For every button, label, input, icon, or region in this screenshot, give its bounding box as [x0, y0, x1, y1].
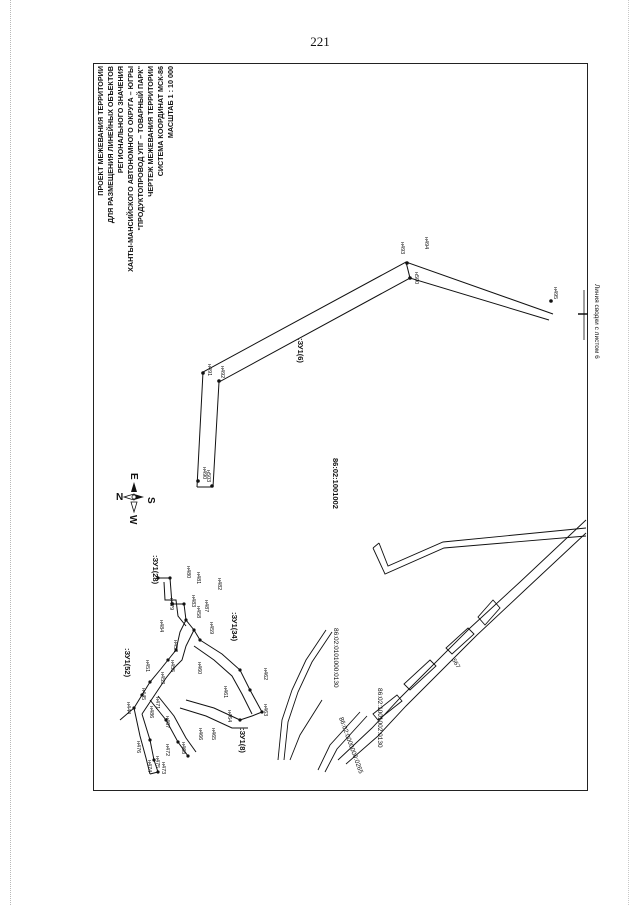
title-line-4: ХАНТЫ-МАНСИЙСКОГО АВТОНОМНОГО ОКРУГА – Ю… — [126, 66, 135, 272]
point-n484: н484 — [158, 620, 164, 632]
zu-label-52: :ЗУ1(52) — [123, 648, 132, 678]
compass-east: E — [128, 473, 139, 480]
block-label-0265: 86:02:0000000:0265 — [337, 716, 364, 775]
corridor-points — [196, 261, 553, 488]
parcel-outlines — [277, 519, 587, 773]
point-n494: н494 — [423, 237, 429, 249]
zu-label-34: :ЗУ1(34) — [230, 612, 239, 642]
point-n495: н495 — [552, 287, 558, 299]
title-line-1: ПРОЕКТ МЕЖЕВАНИЯ ТЕРРИТОРИИ — [96, 66, 105, 196]
map-frame — [93, 63, 588, 791]
match-line-label: Линия сводки с листом 6 — [593, 284, 600, 359]
pipeline-corridor — [196, 261, 554, 488]
point-n500: н500 — [413, 272, 419, 284]
scan-edge-left — [10, 0, 11, 905]
point-n479: н479 — [168, 598, 174, 610]
point-n462: н462 — [262, 668, 268, 680]
point-n486: н486 — [148, 706, 154, 718]
point-n463: н463 — [262, 704, 268, 716]
point-n493: н493 — [399, 242, 405, 254]
point-n458: н458 — [195, 606, 201, 618]
point-n444: н444 — [125, 702, 131, 714]
title-line-6: ЧЕРТЕЖ МЕЖЕВАНИЯ ТЕРРИТОРИИ — [146, 66, 155, 197]
point-n474: н474 — [146, 760, 152, 772]
point-n465: н465 — [210, 728, 216, 740]
zu-label-28: :ЗУ1(28) — [151, 555, 160, 585]
point-n473: н473 — [160, 762, 166, 774]
block-label-0130-a: 86:02:0101000:0130 — [332, 628, 339, 688]
zu-label-6: :ЗУ1(6) — [296, 338, 305, 363]
point-n445: н445 — [140, 688, 146, 700]
zu-label-8: :ЗУ1(8) — [238, 728, 247, 753]
title-line-7: СИСТЕМА КООРДИНАТ МСК-86 — [156, 66, 165, 176]
compass-north: N — [116, 492, 123, 503]
point-n480: н480 — [185, 566, 191, 578]
point-n471: н471 — [154, 697, 160, 709]
page-number: 221 — [310, 34, 330, 49]
point-n490: н490 — [201, 467, 207, 479]
point-n503: н503 — [205, 470, 211, 482]
point-n459: н459 — [208, 622, 214, 634]
point-n481: н481 — [195, 572, 201, 584]
point-n475: н475 — [154, 756, 160, 768]
point-n487: н487 — [203, 600, 209, 612]
point-n461: н461 — [222, 686, 228, 698]
cluster-points — [132, 576, 264, 774]
point-n482: н482 — [216, 578, 222, 590]
point-labels: н490 н491 н492 н493 н494 н495 н503 н500 … — [125, 237, 558, 774]
compass-west: W — [127, 515, 138, 525]
block-label-main: 86:02:1001002 — [331, 458, 340, 509]
compass-rose: N S E W — [116, 473, 156, 525]
point-n467: н467 — [164, 716, 170, 728]
block-label-0130-b: 86:02:1001002:0130 — [376, 688, 383, 748]
point-n476: н476 — [135, 741, 141, 753]
point-n491: н491 — [206, 364, 212, 376]
point-n492: н492 — [219, 366, 225, 378]
title-line-3: РЕГИОНАЛЬНОГО ЗНАЧЕНИЯ — [116, 66, 125, 173]
point-n466: н466 — [197, 728, 203, 740]
point-n460: н460 — [196, 662, 202, 674]
point-n468: н468 — [180, 742, 186, 754]
point-n472: н472 — [164, 744, 170, 756]
point-n454: н454 — [172, 640, 178, 652]
title-block: ПРОЕКТ МЕЖЕВАНИЯ ТЕРРИТОРИИ ДЛЯ РАЗМЕЩЕН… — [96, 66, 175, 272]
point-n451: н451 — [144, 660, 150, 672]
point-n453: н453 — [159, 672, 165, 684]
point-n483: н483 — [190, 595, 196, 607]
parcel-mark-567: 567 — [450, 658, 461, 670]
point-n464: н464 — [226, 710, 232, 722]
title-line-2: ДЛЯ РАЗМЕЩЕНИЯ ЛИНЕЙНЫХ ОБЪЕКТОВ — [106, 66, 115, 223]
title-line-8: МАСШТАБ 1 : 10 000 — [166, 66, 175, 138]
compass-south: S — [145, 497, 156, 504]
scan-edge-right — [628, 0, 629, 905]
point-n455: н455 — [169, 660, 175, 672]
title-line-5: "ПРОДУКТОПРОВОД УПГ – ТОВАРНЫЙ ПАРК" — [136, 66, 145, 231]
